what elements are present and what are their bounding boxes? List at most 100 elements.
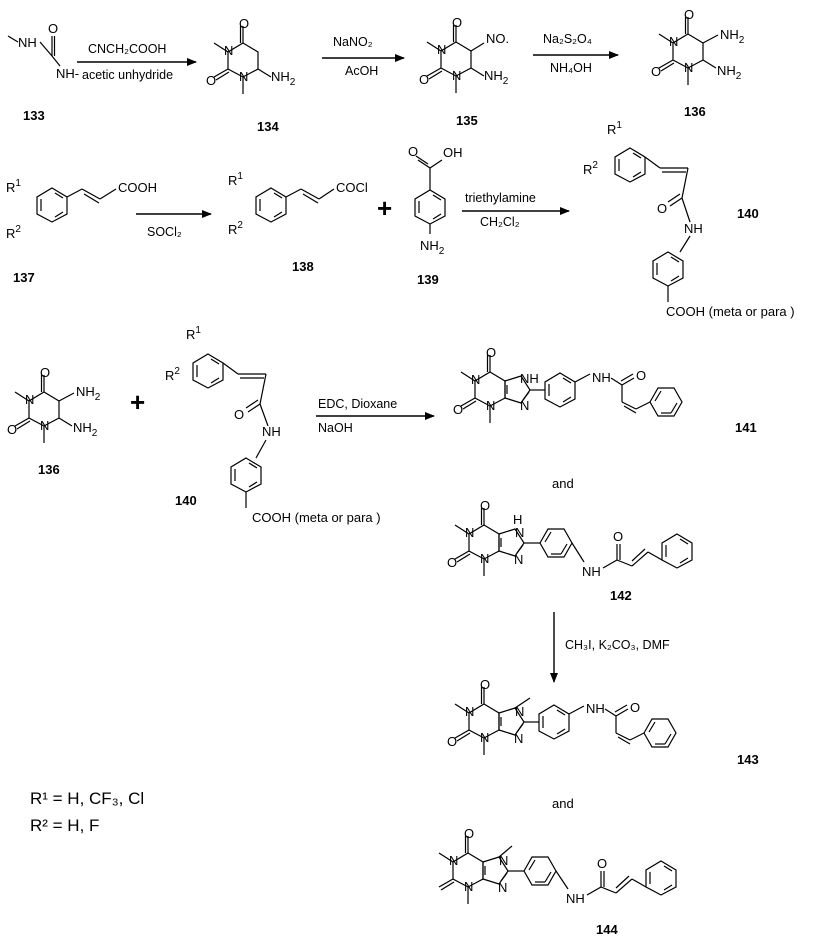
atom-o: O: [613, 529, 623, 544]
atom-n: N: [480, 730, 489, 745]
reaction-arrow-5: triethylamine CH₂Cl₂: [462, 191, 570, 229]
atom-o: O: [651, 64, 661, 79]
atom-n: N: [684, 60, 693, 75]
substituent-r2: R2: [228, 220, 243, 237]
atom-o: O: [239, 16, 249, 31]
atom-nh: NH: [18, 35, 37, 50]
compound-number-135: 135: [456, 113, 478, 128]
atom-o: O: [636, 368, 646, 383]
compound-136: O O N N NH2 NH2 136: [651, 7, 745, 119]
atom-n: N: [437, 42, 446, 57]
reaction-arrow-7: CH₃I, K₂CO₃, DMF: [550, 612, 670, 683]
atom-o: O: [447, 555, 457, 570]
atom-o: O: [234, 407, 244, 422]
atom-n: N: [465, 704, 474, 719]
reagent-sodium-hydroxide: NaOH: [318, 421, 353, 435]
atom-n: N: [465, 525, 474, 540]
plus-sign: +: [130, 387, 145, 417]
plus-sign: +: [377, 193, 392, 223]
atom-cooh: COOH: [118, 180, 157, 195]
atom-nh2: NH2: [271, 69, 296, 88]
atom-nh2: NH2: [76, 384, 101, 403]
atom-nh: NH: [262, 424, 281, 439]
atom-o: O: [453, 402, 463, 417]
reagent-cyanoacetic-acid: CNCH₂COOH: [88, 42, 166, 56]
atom-nh2: NH2: [717, 63, 742, 82]
compound-140-reactant: R1 R2 O NH COOH (meta or para ) 140: [165, 325, 381, 525]
compound-number-143: 143: [737, 752, 759, 767]
compound-number-140: 140: [175, 493, 197, 508]
compound-number-136: 136: [38, 462, 60, 477]
compound-number-140: 140: [737, 206, 759, 221]
compound-135: O O N N NO. NH2 135: [419, 15, 509, 128]
atom-n: N: [471, 372, 480, 387]
atom-o: O: [597, 856, 607, 871]
atom-cooh-meta-para: COOH (meta or para ): [252, 510, 381, 525]
atom-n: N: [224, 43, 233, 58]
atom-nh-dash: NH-: [56, 66, 79, 81]
compound-number-142: 142: [610, 588, 632, 603]
and-label: and: [552, 796, 574, 811]
substituent-r1: R1: [6, 178, 21, 195]
atom-n: N: [515, 525, 524, 540]
atom-o: O: [206, 73, 216, 88]
substituent-r1: R1: [607, 120, 622, 137]
atom-n: N: [452, 68, 461, 83]
compound-141: O O N N NH N NH O 141: [453, 345, 757, 435]
atom-nh2: NH2: [484, 68, 509, 87]
compound-143: O O N N N N NH O 143: [447, 677, 759, 767]
substituent-r2: R2: [165, 366, 180, 383]
compound-140: R1 R2 O NH COOH (meta or para ) 140: [583, 120, 795, 319]
atom-n: N: [25, 392, 34, 407]
compound-number-138: 138: [292, 259, 314, 274]
compound-number-139: 139: [417, 272, 439, 287]
substituent-r2: R2: [583, 160, 598, 177]
atom-n: N: [669, 34, 678, 49]
atom-oh: OH: [443, 145, 463, 160]
atom-n: N: [239, 69, 248, 84]
atom-o: O: [464, 826, 474, 841]
atom-nh2: NH2: [420, 238, 445, 257]
atom-o: O: [452, 15, 462, 30]
atom-nh: NH: [520, 371, 539, 386]
reaction-arrow-4: SOCl₂: [136, 210, 212, 239]
atom-nh: NH: [582, 564, 601, 579]
atom-o: O: [657, 201, 667, 216]
reagent-acetic-anhydride: acetic unhydride: [82, 68, 173, 82]
compound-number-141: 141: [735, 420, 757, 435]
compound-144: O N N N N NH O 144: [438, 826, 677, 937]
reagent-dichloromethane: CH₂Cl₂: [480, 215, 520, 229]
atom-nh: NH: [586, 701, 605, 716]
compound-136-reactant: O O N N NH2 NH2 136: [7, 365, 101, 477]
compound-number-133: 133: [23, 108, 45, 123]
atom-n: N: [515, 704, 524, 719]
compound-number-136: 136: [684, 104, 706, 119]
compound-139: O OH NH2 139: [408, 144, 463, 287]
reagent-sodium-nitrite: NaNO₂: [333, 35, 373, 49]
and-label: and: [552, 476, 574, 491]
reagent-edc-dioxane: EDC, Dioxane: [318, 397, 397, 411]
atom-o: O: [684, 7, 694, 22]
atom-n: N: [520, 398, 529, 413]
reaction-arrow-1: CNCH₂COOH acetic unhydride: [77, 42, 197, 82]
substituent-r2: R2: [6, 224, 21, 241]
reaction-arrow-3: Na₂S₂O₄ NH₄OH: [533, 32, 619, 75]
compound-number-137: 137: [13, 270, 35, 285]
compound-number-134: 134: [257, 119, 279, 134]
atom-nh: NH: [566, 891, 585, 906]
atom-nh: NH: [684, 221, 703, 236]
r2-definition: R² = H, F: [30, 816, 99, 835]
atom-nh: NH: [592, 370, 611, 385]
atom-n: N: [480, 551, 489, 566]
atom-nh2: NH2: [73, 420, 98, 439]
atom-o: O: [486, 345, 496, 360]
reaction-arrow-6: EDC, Dioxane NaOH: [316, 397, 435, 435]
atom-n: N: [486, 398, 495, 413]
reagent-triethylamine: triethylamine: [465, 191, 536, 205]
atom-o: O: [40, 365, 50, 380]
reagent-acetic-acid: AcOH: [345, 64, 378, 78]
atom-o: O: [7, 422, 17, 437]
atom-o: O: [419, 72, 429, 87]
atom-o: O: [630, 700, 640, 715]
